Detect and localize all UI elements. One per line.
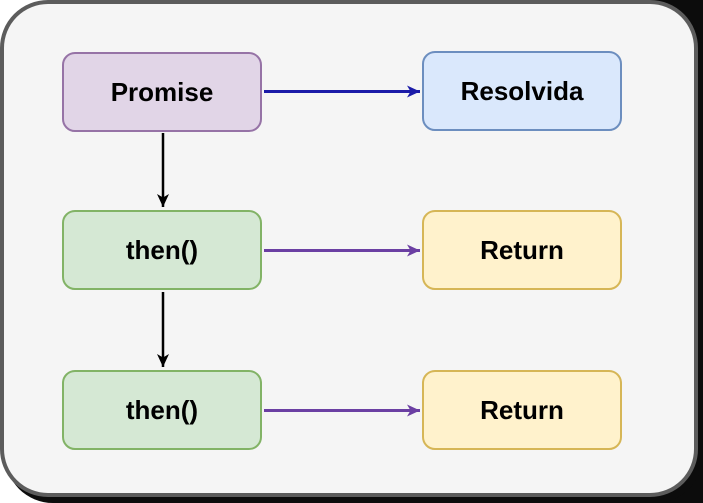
node-then-1: then() xyxy=(62,210,262,290)
node-resolvida-label: Resolvida xyxy=(460,75,584,106)
node-return-2: Return xyxy=(422,370,622,450)
node-then-2: then() xyxy=(62,370,262,450)
node-return-2-label: Return xyxy=(480,394,564,425)
node-promise: Promise xyxy=(62,52,262,132)
node-return-1-label: Return xyxy=(480,234,564,265)
node-return-1: Return xyxy=(422,210,622,290)
node-then-2-label: then() xyxy=(125,394,199,425)
node-then-1-label: then() xyxy=(125,234,199,265)
node-promise-label: Promise xyxy=(110,76,214,107)
node-resolvida: Resolvida xyxy=(422,51,622,131)
